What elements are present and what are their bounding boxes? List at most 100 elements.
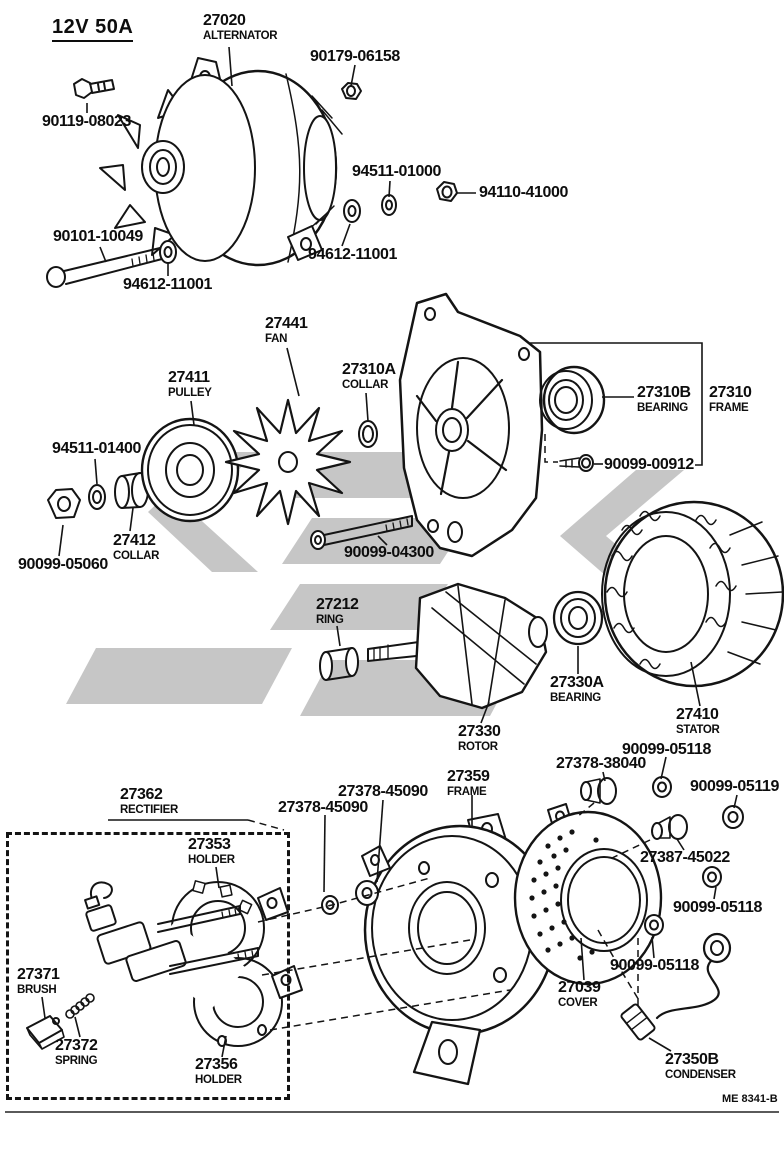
part-name: STATOR [676, 723, 720, 736]
part-name: FRAME [447, 785, 487, 798]
part-number: 27020 [203, 12, 246, 29]
nut-94110-drawing [436, 181, 458, 202]
part-name: RING [316, 613, 344, 626]
part-name: FAN [265, 332, 288, 345]
part-number: 27310B [637, 384, 691, 401]
bottom-rule [5, 1111, 779, 1113]
label-collar-27310a: 27310A COLLAR [342, 361, 396, 391]
label-nut-05119: 90099-05119 [690, 778, 780, 796]
cover-drawing [513, 803, 663, 986]
screw-00912-drawing [559, 454, 594, 472]
part-number: 27350B [665, 1051, 719, 1068]
part-number: 27310A [342, 361, 396, 378]
brush-holder-assembly-drawing [84, 881, 259, 982]
label-alternator: 27020 ALTERNATOR [203, 12, 278, 42]
bearing-27330a-drawing [552, 590, 604, 646]
part-number: 27411 [168, 369, 210, 386]
part-number: 90099-00912 [604, 456, 694, 473]
part-number: 27359 [447, 768, 490, 785]
washer-05118c-drawing [644, 914, 664, 936]
spec-label: 12V 50A [52, 16, 134, 42]
part-name: BEARING [637, 401, 688, 414]
label-rotor: 27330 ROTOR [458, 723, 501, 753]
part-number: 27378-45090 [338, 783, 428, 800]
part-number: 90099-05118 [622, 741, 712, 758]
part-number: 90099-05060 [18, 556, 108, 573]
part-number: 27356 [195, 1056, 238, 1073]
part-number: 27410 [676, 706, 719, 723]
adjust-bolt-drawing [73, 78, 115, 99]
part-name: SPRING [55, 1054, 98, 1067]
washer-94612-right-drawing [343, 199, 361, 223]
label-washer-94612-a: 94612-11001 [308, 246, 398, 264]
label-washer-01400: 94511-01400 [52, 440, 141, 458]
dashed-assembly-lines [247, 434, 651, 1031]
part-number: 94612-11001 [308, 246, 398, 263]
label-washer-45090-a: 27378-45090 [338, 783, 428, 801]
label-spring: 27372 SPRING [55, 1037, 98, 1067]
washer-45090b-drawing [355, 880, 379, 906]
bearing-27310b-drawing [539, 365, 606, 435]
part-name: FRAME [709, 401, 749, 414]
condenser-drawing [620, 932, 732, 1041]
rotor-drawing [367, 582, 548, 710]
part-number: 90179-06158 [310, 48, 400, 65]
ring-27212-drawing [319, 647, 359, 681]
part-number: 90101-10049 [53, 228, 143, 245]
label-ring-27212: 27212 RING [316, 596, 359, 626]
label-plug-45022: 27387-45022 [640, 849, 730, 867]
part-number: 27330 [458, 723, 501, 740]
label-bolt-90101: 90101-10049 [53, 228, 143, 246]
part-number: 27310 [709, 384, 752, 401]
label-bearing-27310b: 27310B BEARING [637, 384, 691, 414]
stator-drawing [601, 500, 784, 688]
brush-drawing [26, 1015, 65, 1050]
pulley-drawing [140, 417, 240, 523]
label-bolt-04300: 90099-04300 [344, 544, 434, 562]
label-nut-05060: 90099-05060 [18, 556, 108, 574]
plug-45022-drawing [651, 814, 688, 840]
part-number: 27371 [17, 966, 60, 983]
alternator-drawing [99, 57, 343, 267]
drive-end-frame-drawing [398, 292, 544, 558]
label-cover: 27039 COVER [558, 979, 601, 1009]
cover-perforations [529, 829, 599, 961]
part-number: 90099-05118 [673, 899, 763, 916]
part-number: 27387-45022 [640, 849, 730, 866]
label-fan: 27441 FAN [265, 315, 308, 345]
label-brush: 27371 BRUSH [17, 966, 60, 996]
part-number: 94110-41000 [479, 184, 569, 201]
rear-frame-drawing [361, 813, 557, 1086]
label-holder-27353: 27353 HOLDER [188, 836, 235, 866]
part-name: HOLDER [195, 1073, 242, 1086]
part-name: COLLAR [342, 378, 389, 391]
part-number: 27353 [188, 836, 231, 853]
leader-lines [41, 46, 738, 1058]
washer-01400-drawing [88, 484, 106, 510]
part-number: 27039 [558, 979, 601, 996]
nut-05118a-drawing [652, 776, 672, 798]
nut-05060-drawing [47, 488, 81, 519]
label-washer-05118-c: 90099-05118 [610, 957, 700, 975]
label-washer-05118-b: 90099-05118 [673, 899, 763, 917]
part-number: 27330A [550, 674, 604, 691]
washer-94511-01000-drawing [381, 194, 397, 216]
label-washer-45090-b: 27378-45090 [278, 799, 368, 817]
part-number: 90099-05119 [690, 778, 780, 795]
label-holder-27356: 27356 HOLDER [195, 1056, 242, 1086]
collar-27310a-drawing [358, 420, 378, 448]
doc-code: ME 8341-B [722, 1093, 778, 1105]
label-washer-94612-b: 94612-11001 [123, 276, 213, 294]
part-number: 94612-11001 [123, 276, 213, 293]
bolt-04300-drawing [310, 515, 413, 550]
part-name: RECTIFIER [120, 803, 178, 816]
spring-drawing [65, 993, 95, 1019]
part-number: 27362 [120, 786, 163, 803]
part-name: HOLDER [188, 853, 235, 866]
label-collar-27412: 27412 COLLAR [113, 532, 159, 562]
part-number: 90099-05118 [610, 957, 700, 974]
label-bearing-27330a: 27330A BEARING [550, 674, 604, 704]
part-number: 27372 [55, 1037, 98, 1054]
